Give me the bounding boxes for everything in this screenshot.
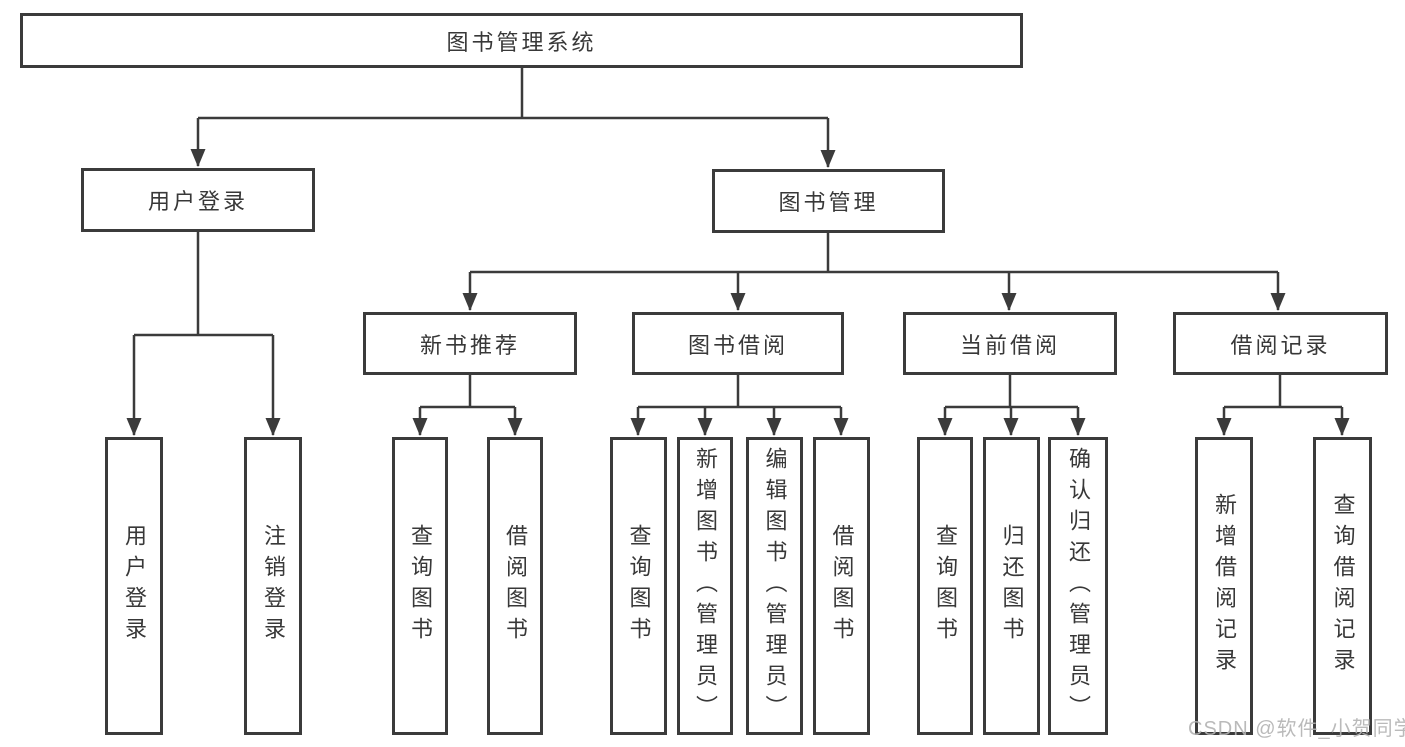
node-book-borrow: 图书借阅 [632, 312, 844, 375]
leaf-add-books-admin: 新增图书（管理员） [677, 437, 733, 735]
leaf-edit-books-admin-label: 编辑图书（管理员） [762, 446, 788, 726]
node-book-management: 图书管理 [712, 169, 945, 233]
leaf-query-borrow-record: 查询借阅记录 [1313, 437, 1372, 735]
node-current-borrow-label: 当前借阅 [959, 332, 1060, 358]
node-new-book-recommend-label: 新书推荐 [419, 332, 520, 358]
node-new-book-recommend: 新书推荐 [363, 312, 577, 375]
node-borrow-records-label: 借阅记录 [1230, 332, 1331, 358]
leaf-confirm-return-admin-label: 确认归还（管理员） [1066, 446, 1091, 726]
leaf-return-books: 归还图书 [983, 437, 1040, 735]
watermark-text: CSDN @软件_小贺同学 [1188, 718, 1405, 740]
leaf-query-books-current-label: 查询图书 [933, 524, 958, 648]
node-book-management-label: 图书管理 [778, 190, 879, 215]
leaf-query-borrow-record-label: 查询借阅记录 [1330, 493, 1356, 679]
leaf-borrow-books-label: 借阅图书 [829, 524, 855, 648]
leaf-query-books-recommend-label: 查询图书 [408, 524, 433, 648]
node-user-login-label: 用户登录 [147, 189, 248, 214]
leaf-logout-label: 注销登录 [261, 524, 286, 648]
leaf-confirm-return-admin: 确认归还（管理员） [1048, 437, 1108, 735]
node-user-login: 用户登录 [81, 168, 315, 232]
leaf-query-books-recommend: 查询图书 [392, 437, 448, 735]
leaf-return-books-label: 归还图书 [999, 524, 1025, 648]
leaf-add-books-admin-label: 新增图书（管理员） [693, 446, 718, 726]
leaf-borrow-books: 借阅图书 [813, 437, 870, 735]
leaf-add-borrow-record: 新增借阅记录 [1195, 437, 1253, 735]
node-borrow-records: 借阅记录 [1173, 312, 1388, 375]
leaf-edit-books-admin: 编辑图书（管理员） [746, 437, 803, 735]
node-current-borrow: 当前借阅 [903, 312, 1117, 375]
leaf-borrow-books-recommend: 借阅图书 [487, 437, 543, 735]
node-root-label: 图书管理系统 [446, 29, 597, 55]
node-root: 图书管理系统 [20, 13, 1023, 68]
leaf-query-books-borrow: 查询图书 [610, 437, 667, 735]
leaf-borrow-books-recommend-label: 借阅图书 [503, 524, 528, 648]
leaf-user-login-label: 用户登录 [122, 524, 147, 648]
node-book-borrow-label: 图书借阅 [687, 332, 788, 358]
leaf-query-books-borrow-label: 查询图书 [626, 524, 652, 648]
leaf-add-borrow-record-label: 新增借阅记录 [1212, 493, 1237, 679]
leaf-logout: 注销登录 [244, 437, 302, 735]
leaf-query-books-current: 查询图书 [917, 437, 973, 735]
leaf-user-login: 用户登录 [105, 437, 163, 735]
